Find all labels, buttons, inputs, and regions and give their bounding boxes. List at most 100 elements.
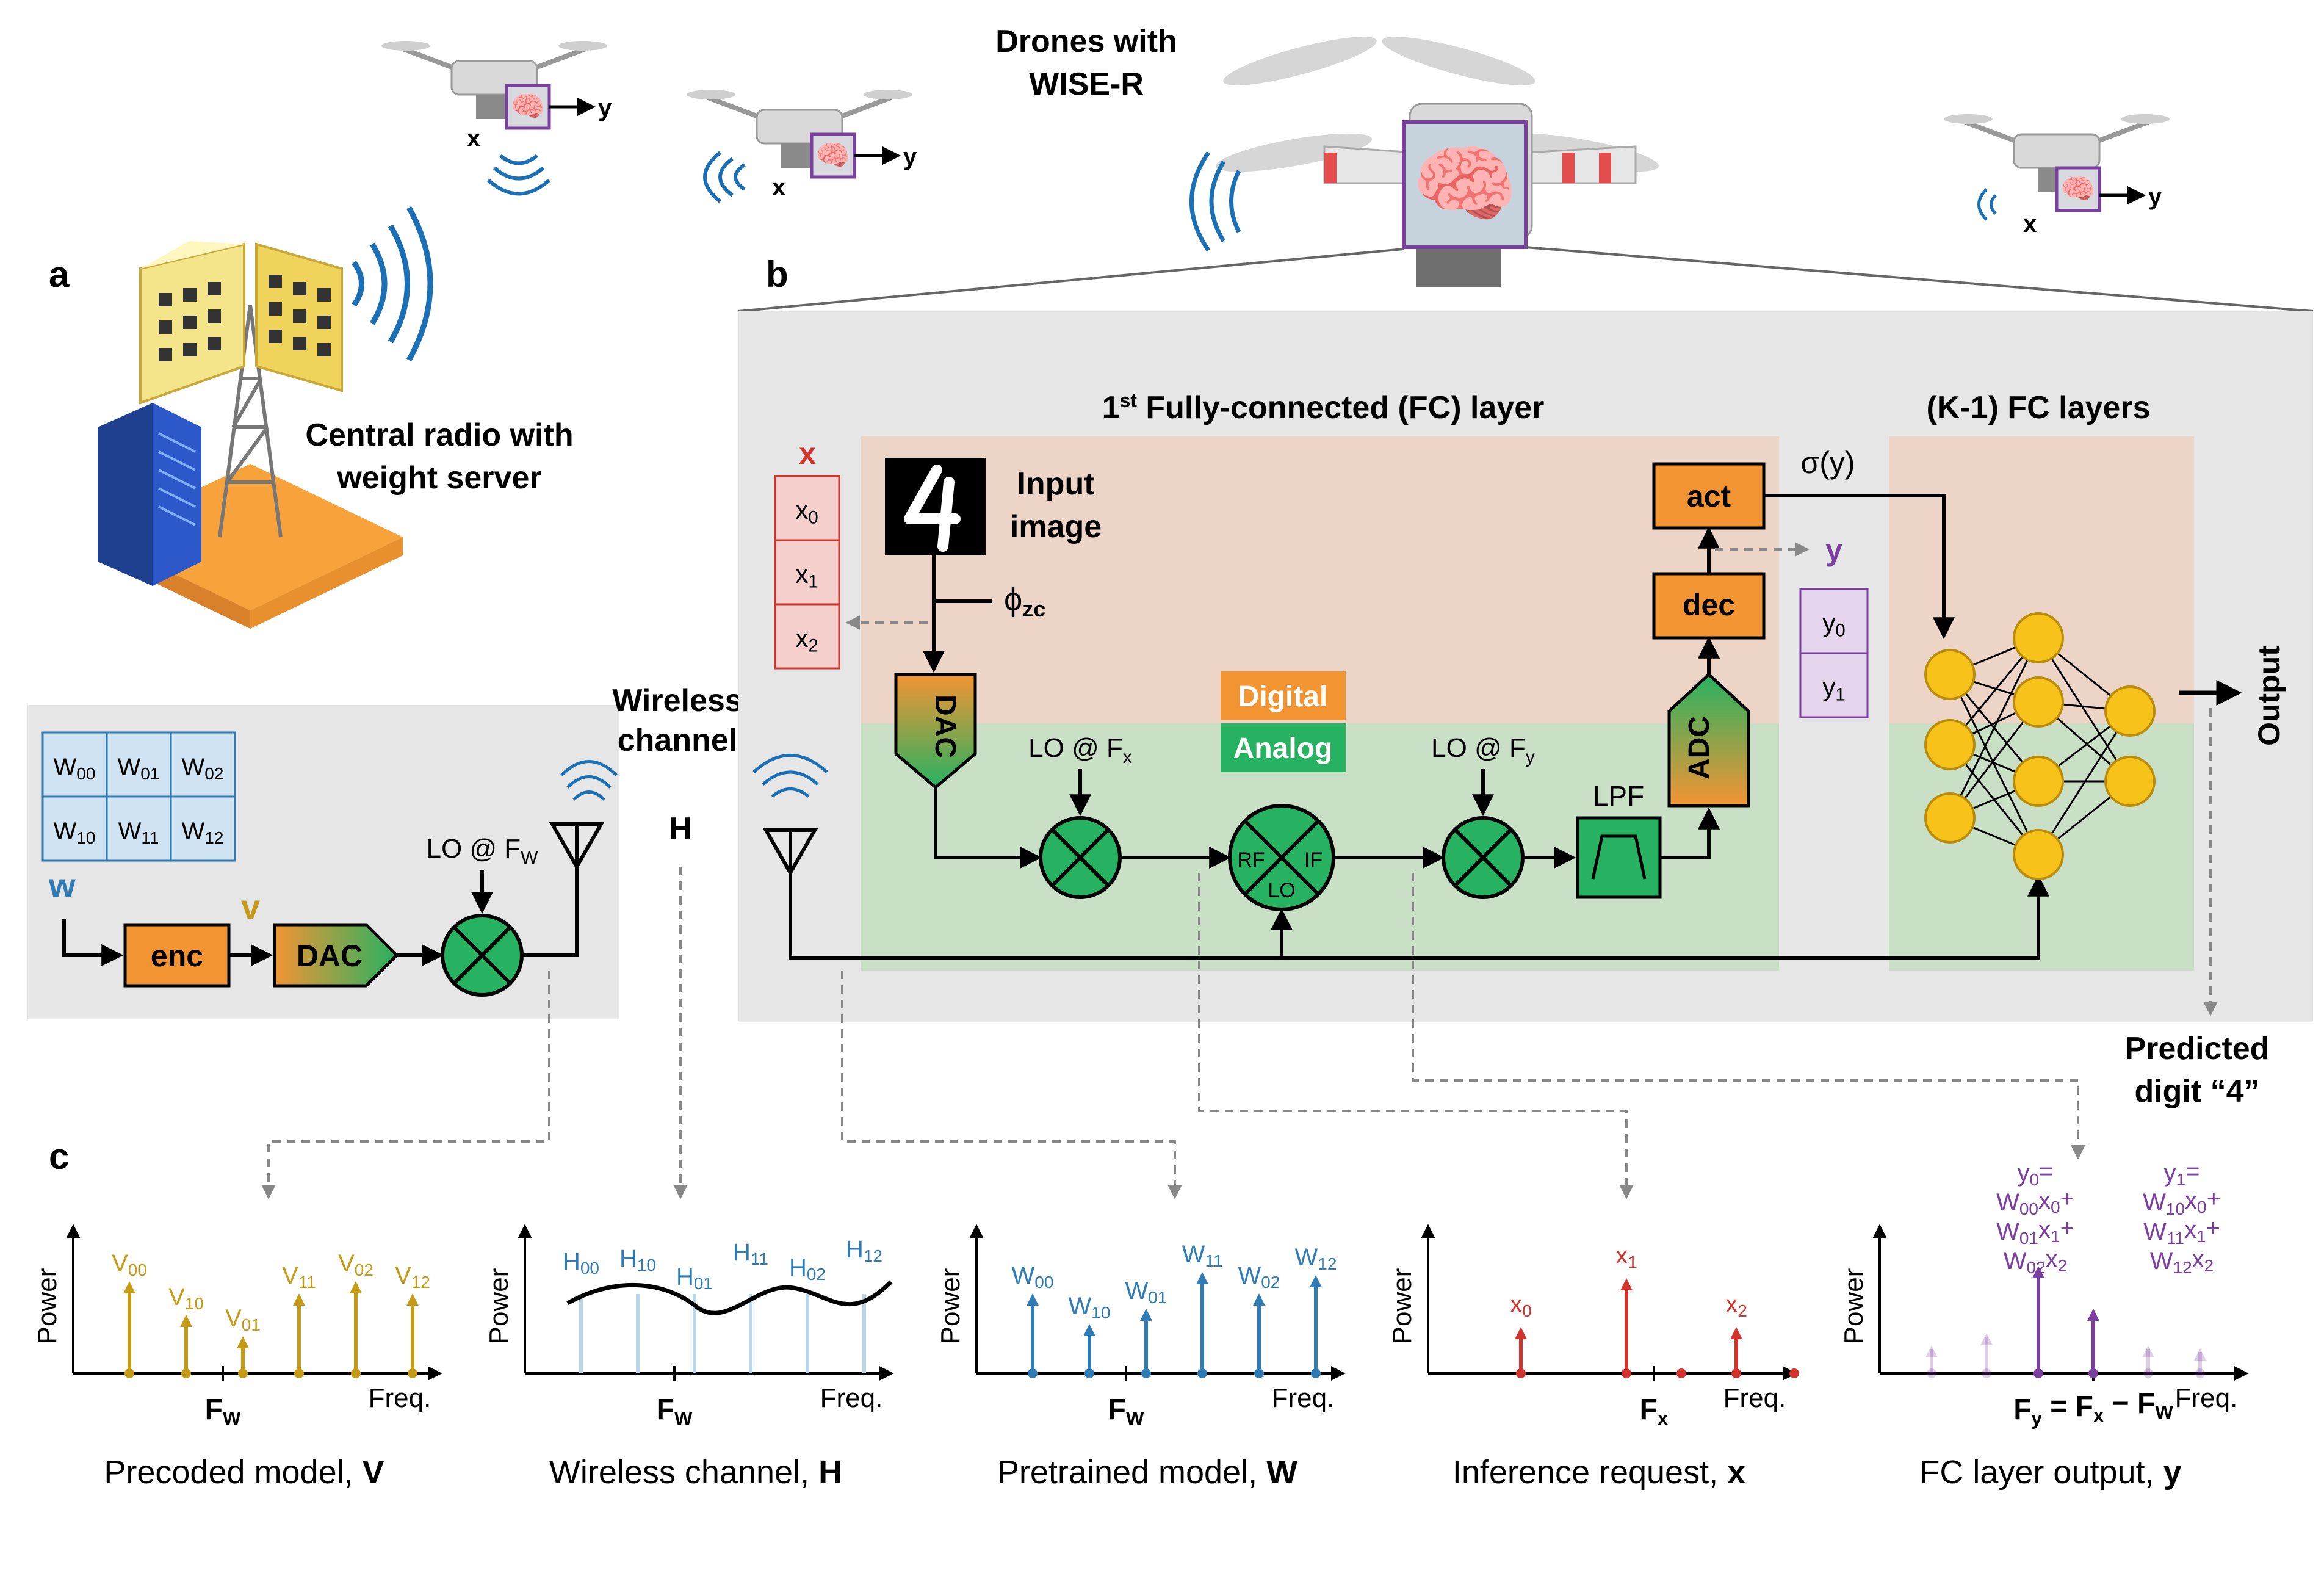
output-eq-0: W01x1+	[1996, 1215, 2074, 1248]
mixer-fy	[1442, 816, 1525, 899]
stem-dot	[351, 1368, 361, 1378]
y-vector-item: y1	[1822, 673, 1845, 704]
w-label: w	[48, 866, 76, 905]
neuron-layer-0	[1924, 649, 1976, 700]
y-axis-label: Power	[1387, 1268, 1417, 1345]
chart-caption: Wireless channel, H	[549, 1454, 842, 1491]
connectors	[261, 867, 2085, 1199]
stem-dot	[2088, 1368, 2098, 1378]
stem-head	[2032, 1266, 2044, 1278]
stem-label: V00	[112, 1250, 147, 1279]
stem-head	[1027, 1293, 1039, 1306]
stem-head	[1083, 1324, 1095, 1336]
channel-label: H02	[789, 1254, 826, 1284]
mixer-fx	[1039, 816, 1122, 899]
brain-icon: 🧠	[1412, 136, 1518, 232]
y-vector: y0 y1	[1799, 588, 1869, 718]
stem-head	[1196, 1272, 1208, 1284]
neuron-layer-2	[2104, 756, 2156, 807]
x-vector: x0 x1 x2	[774, 475, 840, 670]
y-vector-item: y0	[1822, 609, 1845, 640]
sigma-label: σ(y)	[1800, 446, 1855, 480]
x-vector-item: x2	[795, 624, 818, 656]
title-line1: Drones with	[995, 24, 1177, 59]
predicted-label-2: digit “4”	[2134, 1074, 2259, 1109]
if-port: IF	[1304, 848, 1323, 872]
rf-mixer: RF IF LO	[1228, 804, 1335, 911]
channel-label: H11	[733, 1239, 768, 1268]
stem-dot	[1084, 1368, 1094, 1378]
title-line2: WISE-R	[1029, 67, 1144, 102]
drone-small-3: 🧠 y x	[1944, 114, 2170, 237]
stem-head	[237, 1336, 249, 1348]
dec-block	[1652, 572, 1766, 640]
rf-port: RF	[1237, 848, 1265, 872]
stem-head	[2142, 1345, 2154, 1357]
drone1-y: y	[598, 95, 612, 121]
x-vector-label: x	[799, 436, 816, 471]
title-group: Drones with WISE-R	[995, 24, 1177, 102]
neuron-layer-1	[2013, 612, 2064, 663]
drone3-y: y	[2148, 183, 2162, 210]
stem-label: W11	[1182, 1241, 1223, 1270]
w-cell-01: W01	[118, 754, 160, 783]
drone-small-1: 🧠 y x	[381, 41, 612, 196]
center-freq-label: FW	[205, 1394, 241, 1429]
stem-head	[1620, 1278, 1633, 1290]
transmitter-panel: W00 W01 W02 W10 W11 W12 w enc v DAC LO @…	[27, 705, 619, 1019]
x-axis-label: Freq.	[820, 1383, 883, 1413]
adc-label: ADC	[1683, 716, 1716, 779]
central-label-2: weight server	[336, 460, 541, 496]
stem-dot	[1197, 1368, 1207, 1378]
central-radio-illustration	[98, 206, 433, 629]
stem-label: V12	[395, 1262, 430, 1292]
brain-icon: 🧠	[815, 139, 850, 171]
stem-label: W01	[1125, 1278, 1167, 1307]
stem-label: W12	[1295, 1244, 1337, 1273]
nn-edge	[1949, 674, 2040, 855]
stem-head	[350, 1281, 362, 1293]
output-eq-1: y1=	[2164, 1158, 2200, 1189]
nn-edge	[1949, 637, 2040, 819]
neuron-layer-2	[2104, 685, 2156, 737]
rx-antenna-icon	[762, 828, 818, 877]
adc-block	[1667, 672, 1750, 808]
h-label: H	[669, 811, 692, 847]
y-axis-label: Power	[484, 1268, 514, 1345]
dec-label: dec	[1683, 588, 1735, 622]
stem-dot	[125, 1368, 134, 1378]
nn-edge	[2037, 637, 2131, 782]
analog-legend-label: Analog	[1233, 732, 1333, 765]
fc1-title: 1st Fully-connected (FC) layer	[1102, 389, 1545, 425]
signal-icon	[703, 151, 746, 203]
stem-dot	[1141, 1368, 1151, 1378]
lpf-block	[1576, 816, 1662, 899]
request-label: x0	[1510, 1291, 1532, 1320]
rx-dac-block	[894, 673, 977, 790]
stem-dot	[1254, 1368, 1264, 1378]
chart-caption: FC layer output, y	[1919, 1454, 2181, 1491]
w-cell-11: W11	[118, 818, 159, 847]
signal-icon	[1977, 188, 1997, 221]
stem-label: V10	[168, 1284, 204, 1313]
phi-zc-label: ϕzc	[1004, 581, 1045, 621]
output-eq-0: W00x0+	[1996, 1185, 2074, 1218]
act-block	[1652, 462, 1766, 530]
x-axis-label: Freq.	[369, 1383, 431, 1413]
drone3-x: x	[2023, 211, 2037, 237]
stem-dot	[1982, 1368, 1991, 1378]
stem-label: W02	[1238, 1262, 1280, 1292]
stem-head	[180, 1315, 192, 1327]
w-cell-12: W12	[182, 818, 224, 847]
center-freq-label: FW	[657, 1394, 693, 1429]
stem-dot	[1731, 1368, 1741, 1378]
lo-fy-label: LO @ Fy	[1431, 733, 1535, 767]
lpf-response-icon	[1591, 834, 1647, 880]
enc-label: enc	[151, 939, 203, 973]
stem-label: V11	[282, 1262, 316, 1292]
tx-dac-block	[273, 923, 399, 988]
drone2-y: y	[903, 143, 917, 170]
